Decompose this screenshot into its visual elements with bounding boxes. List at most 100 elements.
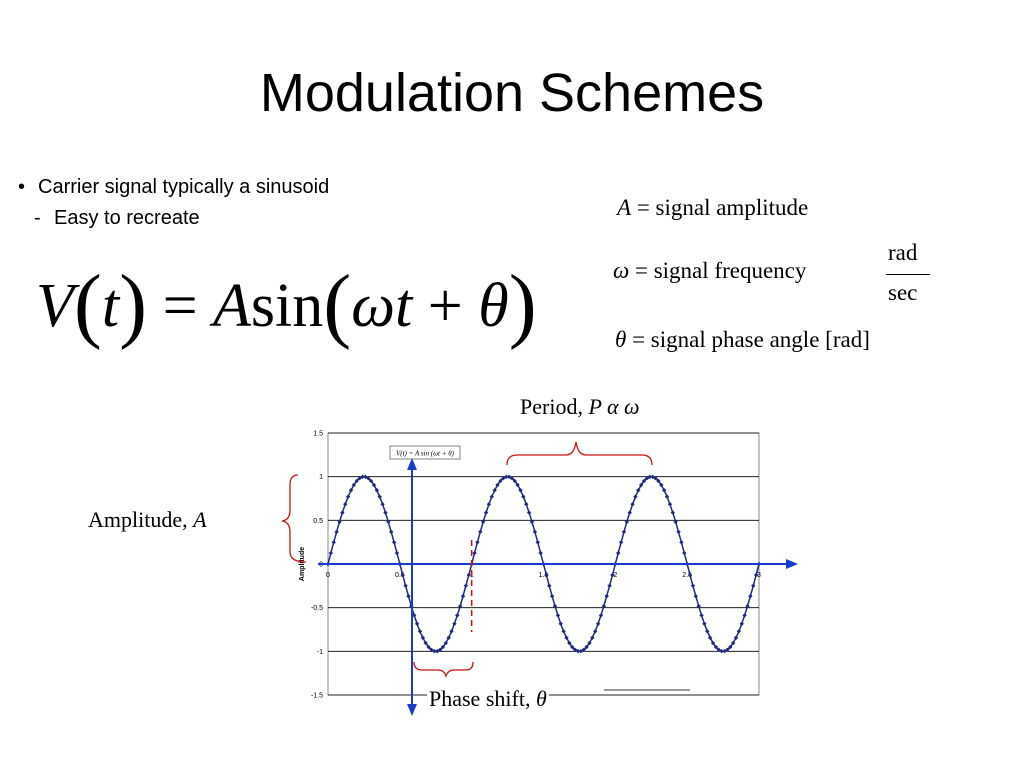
data-point (687, 572, 693, 578)
data-point (532, 529, 538, 535)
data-point (354, 478, 359, 484)
phase-annotation: Phase shift, θ (427, 686, 549, 712)
phase-symbol: θ (535, 686, 547, 711)
data-point (707, 635, 713, 640)
x-tick-label: 0 (326, 572, 330, 579)
data-point (423, 640, 428, 646)
data-point (489, 494, 494, 499)
data-point (374, 488, 380, 493)
data-point (535, 540, 540, 545)
eq-V: V (36, 272, 74, 340)
data-point (403, 583, 408, 588)
data-point (739, 621, 744, 626)
data-point (748, 593, 753, 599)
data-point (440, 644, 446, 650)
data-point (406, 593, 411, 599)
def-phase-text: = signal phase angle (632, 327, 820, 352)
data-point (590, 635, 595, 640)
data-point (570, 644, 575, 650)
data-point (661, 488, 667, 493)
data-point (389, 529, 394, 535)
y-tick-label: -0.5 (311, 605, 323, 612)
phase-shift-brace (413, 661, 474, 679)
data-point (400, 572, 405, 578)
data-point (495, 482, 500, 488)
data-point (466, 572, 471, 578)
data-point (383, 510, 388, 515)
data-point (690, 583, 696, 588)
data-point (670, 510, 675, 515)
data-point (601, 603, 607, 609)
data-point (705, 629, 710, 634)
data-point (509, 476, 515, 481)
bullet-text: Carrier signal typically a sinusoid (38, 176, 330, 198)
data-point (679, 540, 684, 545)
data-point (696, 603, 701, 609)
def-phase: θ = signal phase angle [rad] (615, 327, 870, 353)
data-point (730, 640, 736, 646)
data-point (581, 647, 586, 652)
data-point (664, 494, 670, 499)
eq-plus: + (427, 272, 463, 340)
y-axis-label: Amplitude (299, 547, 306, 581)
data-point (547, 583, 552, 588)
def-frequency-sym: ω (613, 258, 630, 283)
period-brace (506, 441, 653, 466)
eq-equals: = (162, 272, 198, 340)
phase-unit: rad (832, 327, 863, 352)
data-point (627, 510, 632, 515)
data-point (480, 519, 486, 525)
amplitude-brace (281, 474, 307, 563)
y-tick-label: 1.5 (313, 431, 323, 438)
data-point (420, 635, 426, 640)
data-point (667, 502, 673, 507)
period-symbol: P α ω (588, 394, 640, 419)
data-point (412, 613, 417, 618)
data-point (673, 519, 678, 525)
data-point (512, 478, 517, 484)
data-point (575, 648, 581, 654)
data-point (455, 613, 460, 618)
data-point (521, 494, 526, 499)
data-point (641, 478, 647, 484)
amplitude-annotation: Amplitude, A (88, 507, 207, 533)
data-point (630, 502, 635, 507)
x-tick-label: 3 (757, 572, 761, 579)
data-point (636, 488, 641, 493)
data-point (710, 640, 716, 646)
data-point (429, 647, 434, 652)
eq-theta: θ (478, 272, 509, 340)
data-point (593, 629, 598, 634)
x-tick-label: 1.5 (539, 572, 549, 579)
frequency-unit-denominator: sec (888, 280, 918, 305)
data-point (561, 629, 566, 634)
data-point (437, 647, 443, 652)
data-point (549, 593, 555, 599)
data-point (337, 519, 342, 525)
amplitude-label: Amplitude, (88, 507, 194, 532)
subbullet-text: Easy to recreate (54, 207, 200, 229)
data-point (348, 488, 354, 493)
data-point (644, 476, 650, 481)
data-point (621, 529, 627, 535)
data-point (653, 476, 658, 481)
data-point (633, 494, 638, 499)
data-point (572, 647, 578, 652)
data-point (360, 474, 365, 480)
data-point (343, 502, 348, 507)
data-point (745, 603, 750, 609)
y-tick-label: 0.5 (313, 518, 323, 525)
data-point (351, 482, 357, 488)
data-point (518, 488, 523, 493)
data-point (486, 502, 492, 507)
y-axis-arrowhead-down (407, 704, 417, 716)
data-point (443, 640, 449, 646)
eq-sin: sin (250, 272, 324, 340)
eq-omega-t: ωt (351, 272, 413, 340)
frequency-unit-numerator: rad (888, 240, 918, 265)
data-point (558, 621, 563, 626)
data-point (368, 478, 374, 484)
data-point (371, 482, 377, 488)
def-amplitude-sym: A (617, 195, 632, 220)
data-point (334, 529, 339, 535)
